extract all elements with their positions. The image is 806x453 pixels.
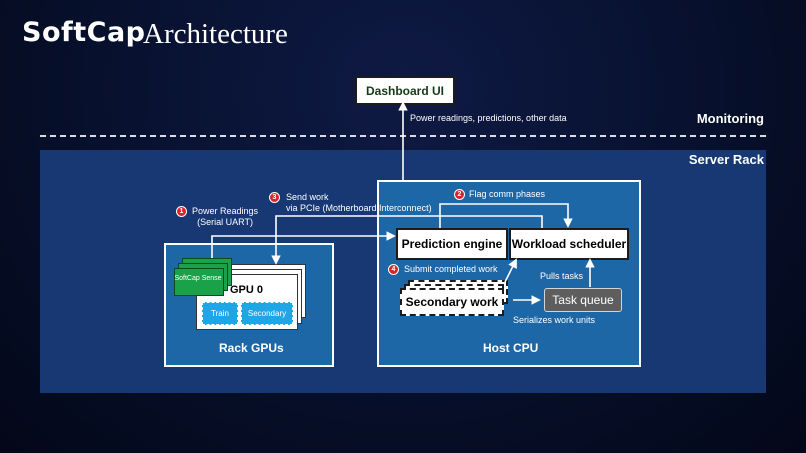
server-rack-label: Server Rack	[688, 152, 764, 167]
softcap-sense-label: SoftCap Sense	[174, 275, 222, 282]
softcap-sense-node	[174, 268, 224, 296]
train-chip: Train	[202, 302, 238, 325]
pulls-tasks-annotation: Pulls tasks	[540, 271, 584, 281]
workload-scheduler-node: Workload scheduler	[509, 228, 629, 260]
step1-annotation: Power Readings (Serial UART)	[192, 206, 258, 228]
step4-badge: 4	[388, 264, 399, 275]
step2-annotation: Flag comm phases	[469, 189, 546, 199]
submit-work-arrow	[504, 258, 517, 283]
page-subtitle: Architecture	[143, 18, 288, 50]
dashboard-ui-node: Dashboard UI	[355, 76, 455, 105]
step4-annotation: Submit completed work	[404, 264, 498, 274]
rack-gpus-label: Rack GPUs	[219, 341, 284, 355]
secondary-work-node: Secondary work	[400, 288, 504, 316]
serializes-annotation: Serializes work units	[513, 315, 596, 325]
step1-line1: Power Readings	[192, 206, 259, 216]
step2-badge: 2	[454, 189, 465, 200]
step1-badge: 1	[176, 206, 187, 217]
brand-title: SoftCap	[22, 17, 146, 48]
step3-badge: 3	[269, 192, 280, 203]
dashboard-feed-annotation: Power readings, predictions, other data	[410, 113, 567, 123]
step3-annotation: Send work via PCIe (Motherboard Intercon…	[286, 192, 432, 214]
task-queue-node: Task queue	[544, 288, 622, 312]
gpu0-label: GPU 0	[230, 284, 264, 296]
step1-line2: (Serial UART)	[197, 217, 253, 227]
step3-line2: via PCIe (Motherboard Interconnect)	[286, 203, 432, 213]
prediction-engine-node: Prediction engine	[396, 228, 508, 260]
secondary-chip: Secondary	[241, 302, 293, 325]
host-cpu-label: Host CPU	[483, 341, 539, 355]
power-readings-arrow	[211, 231, 396, 258]
step3-line1: Send work	[286, 192, 329, 202]
monitoring-zone-label: Monitoring	[696, 111, 764, 126]
flag-comm-arrow	[439, 203, 573, 228]
send-work-arrow	[271, 215, 543, 265]
